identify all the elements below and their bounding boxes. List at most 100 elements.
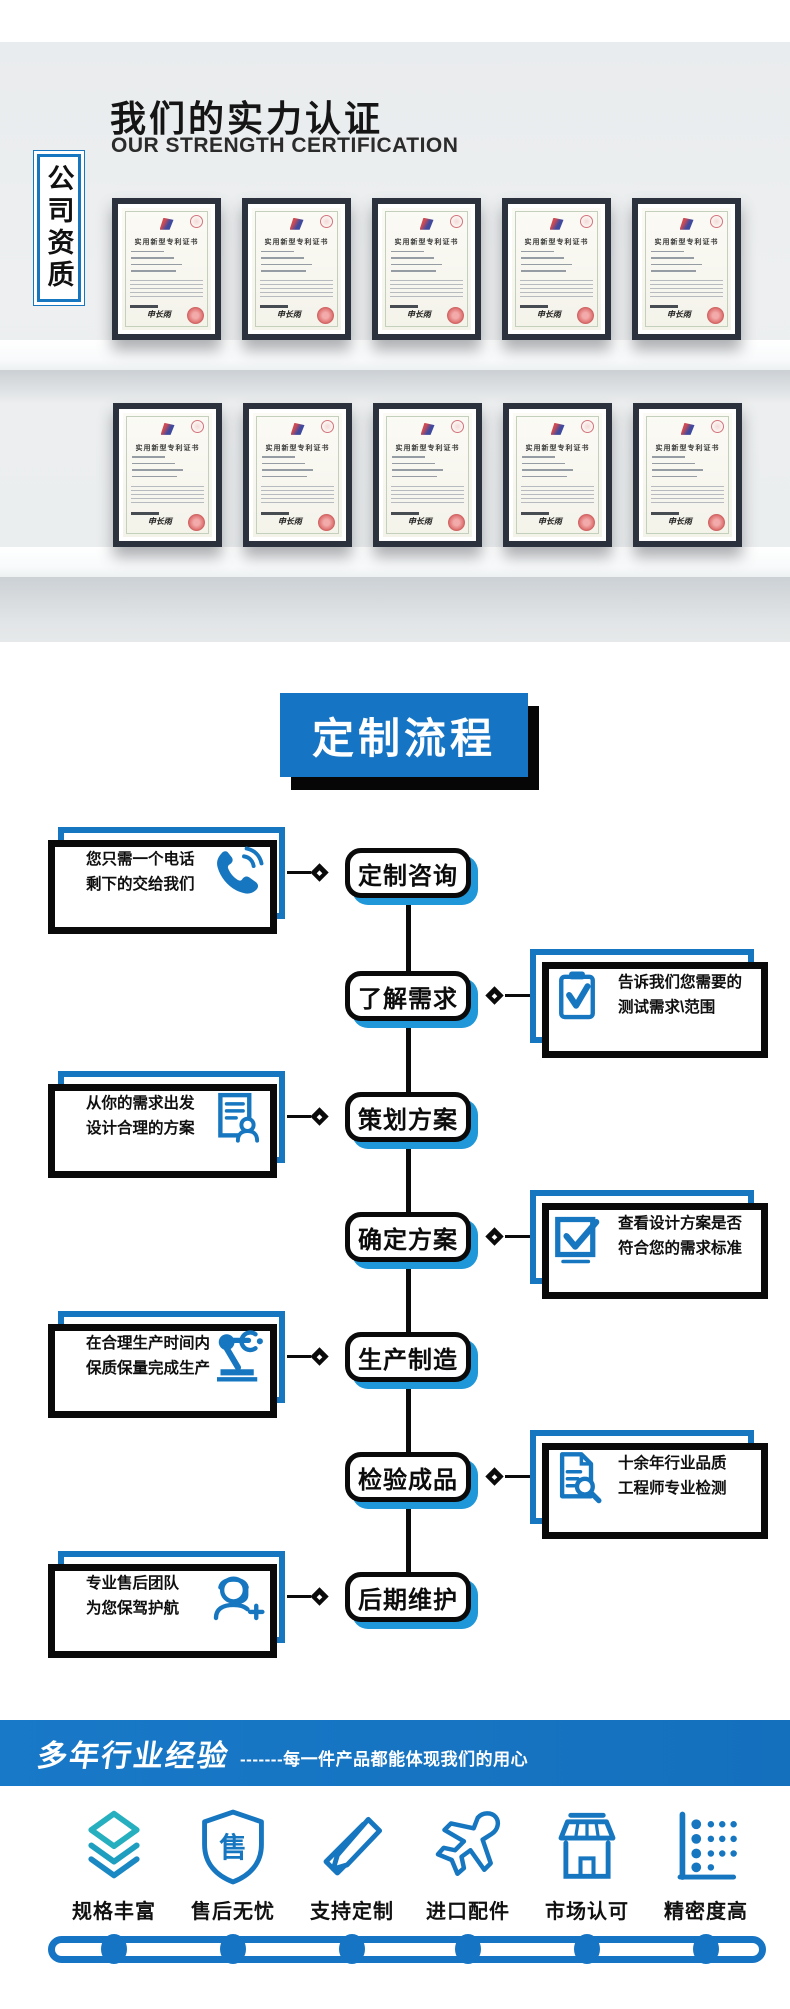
progress-dot-3 [339, 1934, 365, 1964]
document-search-icon [559, 1452, 602, 1504]
seal-bottom-icon [316, 306, 334, 324]
feature-item-2: 售 售后无忧 [173, 1808, 293, 1924]
flow-info-text-3: 从你的需求出发 设计合理的方案 [86, 1095, 195, 1137]
certificate-signature: 申长雨 [667, 516, 692, 527]
seal-bottom-icon [187, 513, 205, 531]
progress-dot-4 [455, 1934, 481, 1964]
certificate-signature: 申长雨 [276, 309, 301, 320]
certificate-decor-border [126, 416, 209, 534]
patent-logo-icon [160, 422, 175, 435]
seal-top-icon [580, 215, 593, 229]
connector-line [505, 1235, 530, 1238]
progress-dot-5 [574, 1934, 600, 1964]
seal-bottom-icon [577, 513, 595, 531]
seal-bottom-icon [706, 306, 724, 324]
shelf-top [0, 340, 790, 370]
certificate-frame: 实用新型专利证书 申长雨 [113, 403, 222, 547]
seal-bottom-icon [317, 513, 335, 531]
patent-logo-icon [159, 217, 174, 230]
certificate-decor-border [386, 416, 469, 534]
certificate-paragraph-lines [390, 279, 463, 299]
certificate-paper: 实用新型专利证书 申长雨 [643, 413, 732, 537]
progress-dot-6 [693, 1934, 719, 1964]
certificate-title: 实用新型专利证书 [264, 239, 329, 247]
checkbox-check-icon [555, 1216, 600, 1264]
certificate-field-lines [651, 456, 723, 482]
feature-item-5: 市场认可 [527, 1808, 647, 1924]
certificate-field-lines [130, 250, 202, 277]
tab-label: 公司资质 [43, 164, 74, 292]
certificate-field-lines [131, 456, 203, 482]
seal-bottom-icon [576, 306, 594, 324]
experience-bar-subtitle: -------每一件产品都能体现我们的用心 [240, 1749, 529, 1769]
flow-info-text-7: 专业售后团队 为您保驾护航 [86, 1575, 180, 1617]
flow-node-2: 了解需求 [345, 971, 471, 1021]
experience-bar-title: 多年行业经验 [35, 1740, 232, 1773]
flow-info-box-7: 专业售后团队 为您保驾护航 [48, 1551, 285, 1658]
certificate-field-lines [520, 250, 592, 277]
connector-line [505, 1475, 530, 1478]
certificate-barcode [260, 305, 289, 309]
flow-info-box-1: 您只需一个电话 剩下的交给我们 [48, 827, 285, 934]
certificate-field-lines [521, 456, 593, 482]
certificate-title: 实用新型专利证书 [394, 239, 459, 247]
certificate-decor-border [646, 416, 729, 534]
patent-logo-icon [290, 422, 305, 435]
flow-info-text-6: 十余年行业品质 工程师专业检测 [618, 1455, 727, 1497]
certificate-barcode [650, 305, 679, 309]
connector-line [287, 1595, 311, 1598]
certificate-field-lines [260, 250, 332, 277]
certificate-decor-border [125, 211, 208, 327]
layers-icon [88, 1810, 140, 1879]
certificate-title: 实用新型专利证书 [135, 444, 200, 452]
patent-logo-icon [550, 422, 565, 435]
shelf-bottom [0, 547, 790, 577]
svg-text:售: 售 [219, 1832, 247, 1863]
certificate-frame: 实用新型专利证书 申长雨 [503, 403, 612, 547]
certificate-signature: 申长雨 [406, 309, 431, 320]
certificate-frame: 实用新型专利证书 申长雨 [502, 198, 611, 340]
certificate-signature: 申长雨 [146, 309, 171, 320]
feature-item-3: 支持定制 [292, 1808, 412, 1924]
certificate-frame: 实用新型专利证书 申长雨 [243, 403, 352, 547]
robot-arm-icon [217, 1330, 263, 1382]
certificate-paper: 实用新型专利证书 申长雨 [383, 413, 472, 537]
certificate-row-2: 实用新型专利证书 申长雨 实用新型专利证书 申长雨 [113, 403, 742, 547]
certificate-signature: 申长雨 [537, 516, 562, 527]
storefront-icon [558, 1812, 616, 1879]
connector-line [505, 994, 530, 997]
flow-info-text-1: 您只需一个电话 剩下的交给我们 [86, 851, 195, 893]
certificate-barcode [520, 305, 549, 309]
certificate-frame: 实用新型专利证书 申长雨 [632, 198, 741, 340]
certificate-frame: 实用新型专利证书 申长雨 [112, 198, 221, 340]
seal-bottom-icon [447, 513, 465, 531]
seal-top-icon [451, 420, 464, 434]
seal-bottom-icon [186, 306, 204, 324]
certificate-frame: 实用新型专利证书 申长雨 [373, 403, 482, 547]
certificate-paragraph-lines [391, 486, 464, 505]
flow-info-text-2: 告诉我们您需要的 测试需求\范围 [618, 974, 743, 1016]
feature-label-6: 精密度高 [664, 1901, 748, 1923]
feature-item-6: 精密度高 [646, 1808, 766, 1924]
certificate-decor-border [256, 416, 339, 534]
connector-diamond [310, 1347, 329, 1366]
feature-label-1: 规格丰富 [72, 1901, 156, 1923]
flow-info-box-5: 在合理生产时间内 保质保量完成生产 [48, 1311, 285, 1418]
progress-track [48, 1936, 766, 1963]
seal-bottom-icon [446, 306, 464, 324]
certificate-field-lines [261, 456, 333, 482]
certificate-paragraph-lines [130, 279, 203, 299]
certificate-title: 实用新型专利证书 [265, 444, 330, 452]
certificate-frame: 实用新型专利证书 申长雨 [242, 198, 351, 340]
airplane-icon [435, 1811, 501, 1877]
document-user-icon [218, 1092, 260, 1143]
company-qualification-tab: 公司资质 [33, 150, 85, 306]
certificate-paragraph-lines [261, 486, 334, 505]
patent-logo-icon [549, 217, 564, 230]
patent-logo-icon [679, 217, 694, 230]
connector-diamond [310, 1107, 329, 1126]
feature-label-3: 支持定制 [310, 1901, 394, 1923]
certificate-paper: 实用新型专利证书 申长雨 [122, 208, 211, 330]
certificate-decor-border [255, 211, 338, 327]
